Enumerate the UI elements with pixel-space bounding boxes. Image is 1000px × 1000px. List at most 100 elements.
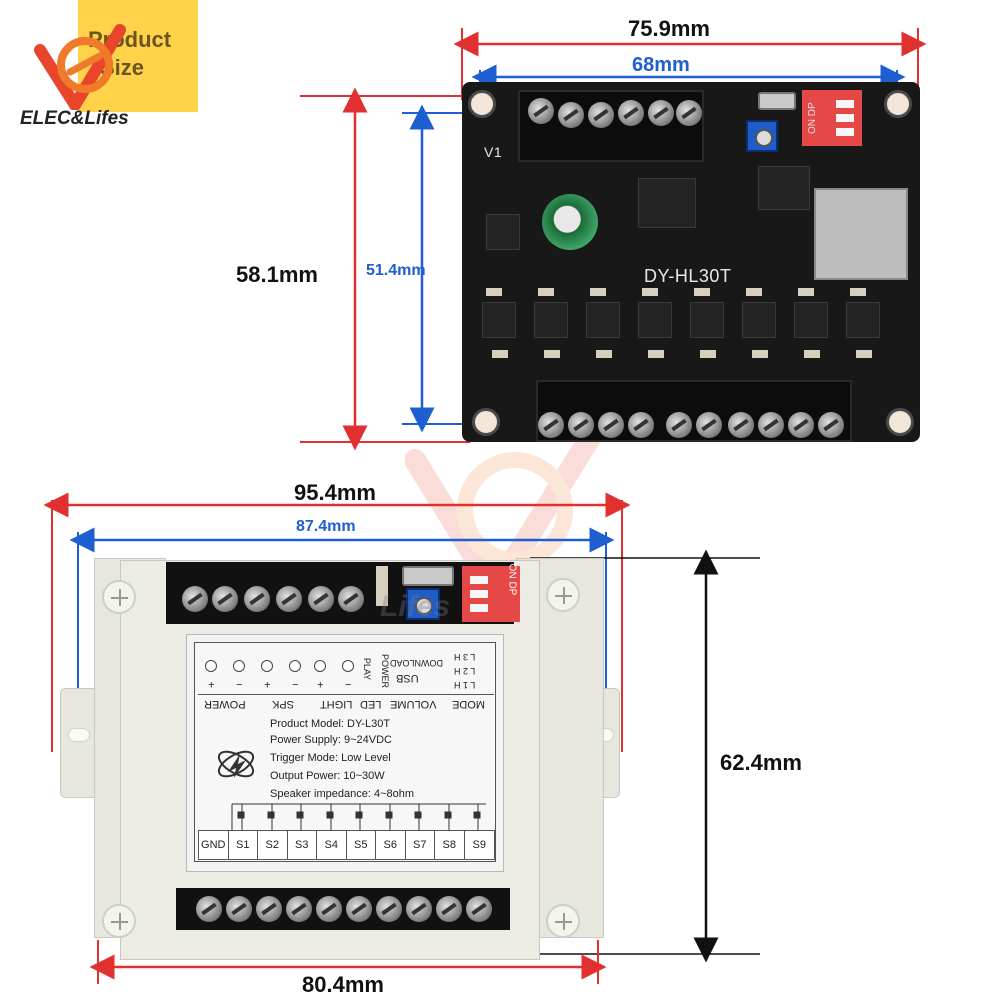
power-minus: − [236,678,243,690]
terminal-circle [289,660,301,672]
label-spk: SPK [272,698,295,710]
usb-port [758,92,796,110]
pin-s8: S8 [435,831,465,859]
case-screw-terminal [406,896,432,922]
case-height-label: 62.4mm [720,750,802,775]
case-mount-screw [546,578,580,612]
board-model-label: DY-HL30T [644,266,732,286]
case-screw-terminal [466,896,492,922]
case-screw-terminal [276,586,302,612]
case-screw-terminal [256,896,282,922]
power-plus: + [208,678,215,690]
screw-terminal [528,98,554,124]
case-screw-terminal [244,586,270,612]
spec-model: Product Model: DY-L30T [270,718,391,730]
smd-part [376,566,388,606]
smd-part [694,288,710,296]
optocoupler [482,302,516,338]
smd-part [492,350,508,358]
smd-part [752,350,768,358]
screw-terminal [758,412,784,438]
smd-part [648,350,664,358]
terminal-circle [314,660,326,672]
screw-terminal [598,412,624,438]
case-screw-terminal [338,586,364,612]
brand-logo-icon [34,24,126,110]
case-screw-terminal [436,896,462,922]
screw-terminal [676,100,702,126]
smd-part [642,288,658,296]
case-screw-terminal [212,586,238,612]
optocoupler [534,302,568,338]
screw-terminal [588,102,614,128]
label-volume: VOLUME [390,698,437,710]
smd-part [596,350,612,358]
case-mount-screw [546,904,580,938]
terminal-circle [261,660,273,672]
case-screw-terminal [226,896,252,922]
light-plus: + [317,678,324,690]
smd-part [700,350,716,358]
pcb-board: ON DP V1 DY-HL30T [462,82,920,442]
silk-v1: V1 [484,144,503,160]
pin-s4: S4 [317,831,347,859]
smd-part [798,288,814,296]
dip-on-label: ON DP [807,102,818,134]
case-screw-terminal [196,896,222,922]
brand-name: ELEC&Lifes [20,108,129,129]
screw-terminal [618,100,644,126]
case-hole-width-label: 87.4mm [296,518,356,535]
screw-terminal [648,100,674,126]
spec-trigger-mode: Trigger Mode: Low Level [270,752,391,764]
flange-slot [68,728,90,742]
screw-terminal [628,412,654,438]
amp-chip [758,166,810,210]
case-volume-potentiometer [406,588,440,620]
label-mode: MODE [452,698,485,710]
case-screw-terminal [346,896,372,922]
case-mount-screw [102,580,136,614]
terminal-circle [205,660,217,672]
label-play: PLAY [362,657,373,681]
smd-part [590,288,606,296]
spk-minus: − [292,678,299,690]
label-led: LED [360,698,382,710]
label-usb: USB [396,672,419,684]
spec-speaker-impedance: Speaker impedance: 4~8ohm [270,788,415,800]
case-screw-terminal [286,896,312,922]
light-minus: − [345,678,352,690]
top-hole-height-label: 51.4mm [366,262,426,279]
case-dip-label: ON DP [506,563,518,596]
pin-s7: S7 [406,831,435,859]
label-l1: L 1 H [454,680,476,690]
smd-part [804,350,820,358]
label-power-small: POWER [380,653,391,689]
smd-part [544,350,560,358]
optocoupler [846,302,880,338]
screw-terminal [696,412,722,438]
mount-hole [886,408,914,436]
smd-part [746,288,762,296]
optocoupler [638,302,672,338]
regulator-chip [486,214,520,250]
case-usb-port [402,566,454,586]
case-mount-screw [102,904,136,938]
sd-card-slot [814,188,908,280]
case-screw-terminal [182,586,208,612]
mount-hole [884,90,912,118]
trigger-switch-symbols [231,803,486,830]
spk-plus: + [264,678,271,690]
volume-potentiometer [746,120,778,152]
label-power: POWER [204,698,246,710]
smd-part [850,288,866,296]
label-download: DOWNLOAD [390,658,444,668]
optocoupler [690,302,724,338]
pin-s6: S6 [376,831,406,859]
top-outer-width-label: 75.9mm [628,16,710,41]
screw-terminal [818,412,844,438]
pin-gnd: GND [199,831,229,859]
case-screw-terminal [376,896,402,922]
top-outer-height-label: 58.1mm [236,262,318,287]
capacitor [542,194,598,250]
smd-part [486,288,502,296]
